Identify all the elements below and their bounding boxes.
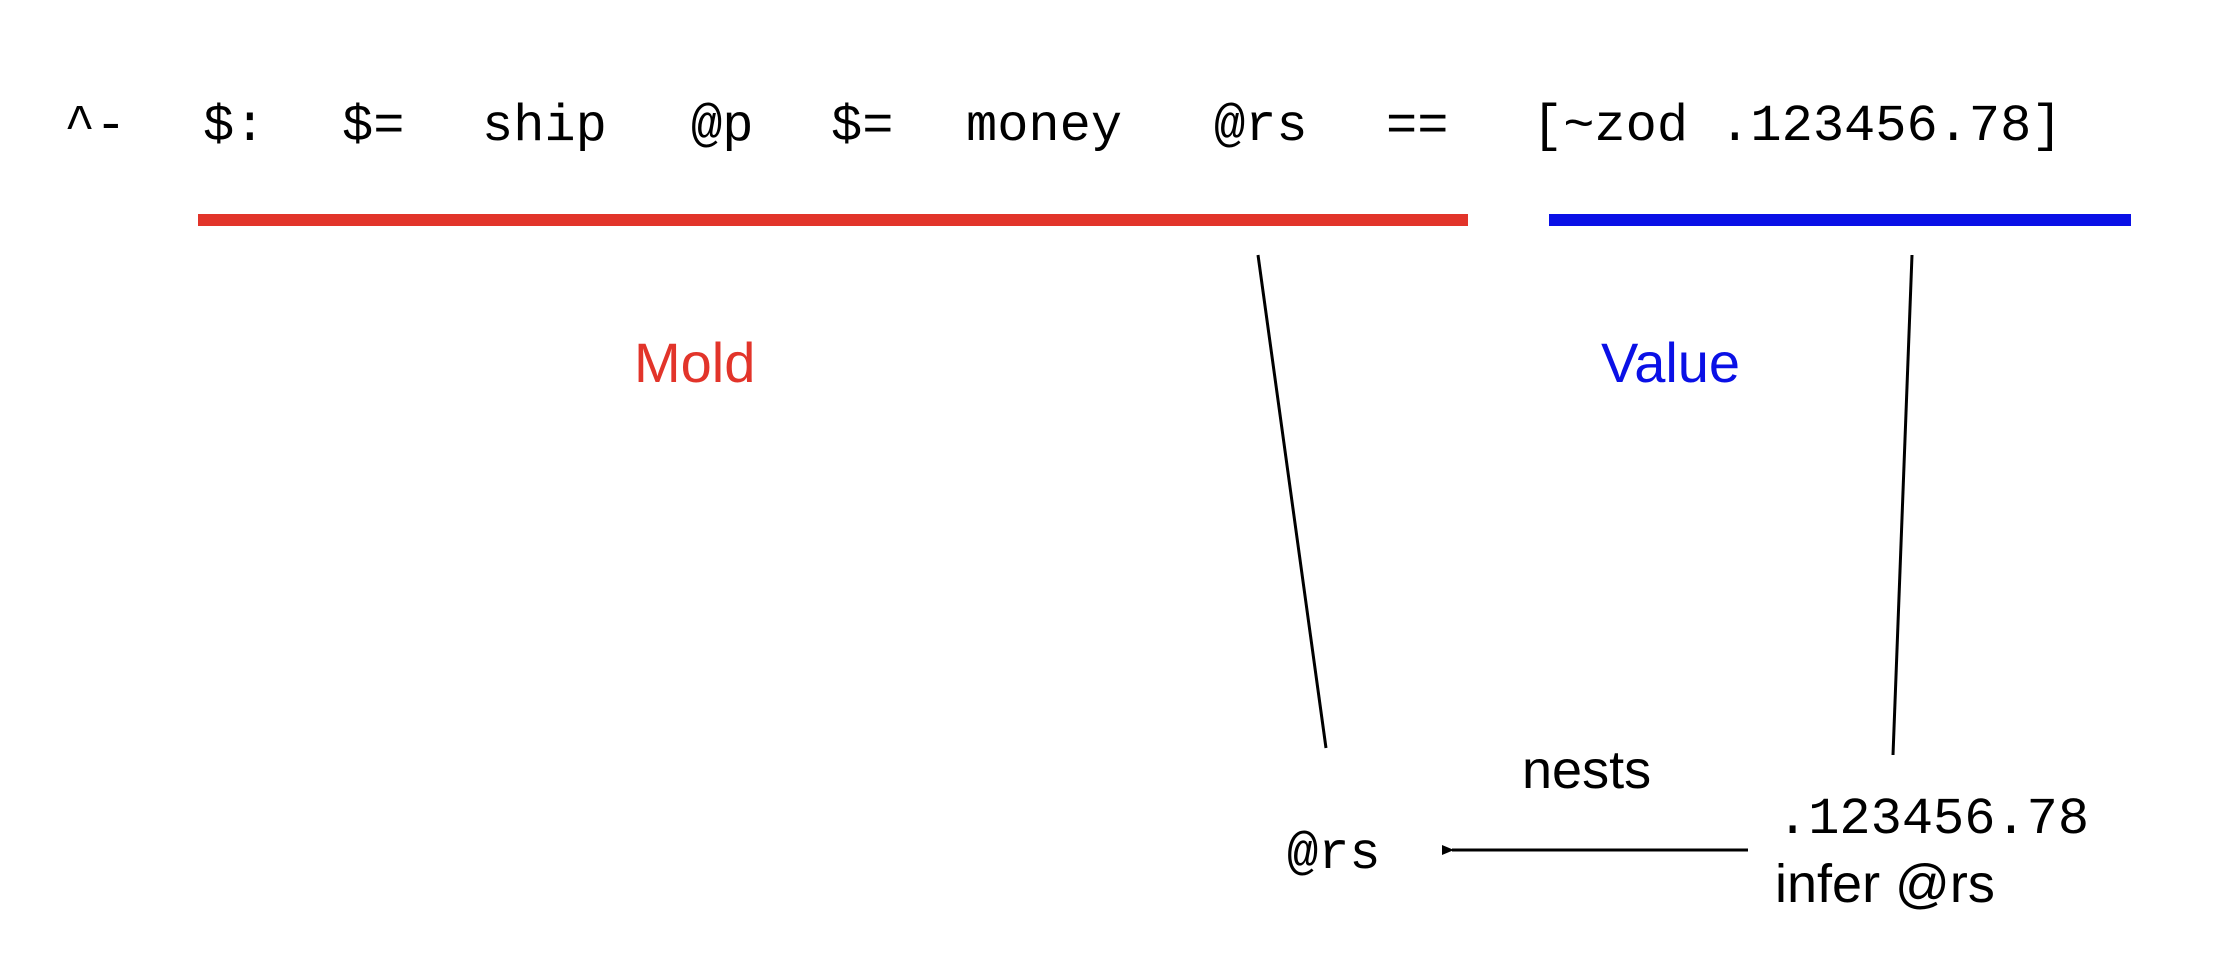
- code-token-value-cell: [~zod .123456.78]: [1532, 97, 2063, 156]
- mold-connector-line: [1256, 254, 1328, 749]
- mold-label: Mold: [634, 331, 755, 394]
- mold-underline-bar: [198, 214, 1468, 226]
- code-token-aura-rs: @rs: [1214, 97, 1308, 156]
- code-token-money: money: [966, 97, 1122, 156]
- code-token-buctis-2: $=: [831, 97, 893, 156]
- code-token-aura-p: @p: [691, 97, 753, 156]
- value-literal-text: .123456.78: [1777, 790, 2089, 849]
- code-token-caret-hep: ^-: [64, 97, 126, 156]
- value-connector-line: [1891, 254, 1914, 756]
- code-token-tistis: ==: [1386, 97, 1448, 156]
- code-token-buccol: $:: [203, 97, 265, 156]
- code-token-ship: ship: [482, 97, 607, 156]
- value-underline-bar: [1549, 214, 2131, 226]
- code-token-buctis-1: $=: [342, 97, 404, 156]
- value-label: Value: [1601, 331, 1740, 394]
- mold-rs-text: @rs: [1287, 825, 1381, 884]
- infer-label: infer @rs: [1775, 854, 1995, 914]
- nests-label: nests: [1522, 740, 1651, 800]
- code-line: ^- $: $= ship @p $= money @rs == [~zod .…: [64, 97, 2063, 156]
